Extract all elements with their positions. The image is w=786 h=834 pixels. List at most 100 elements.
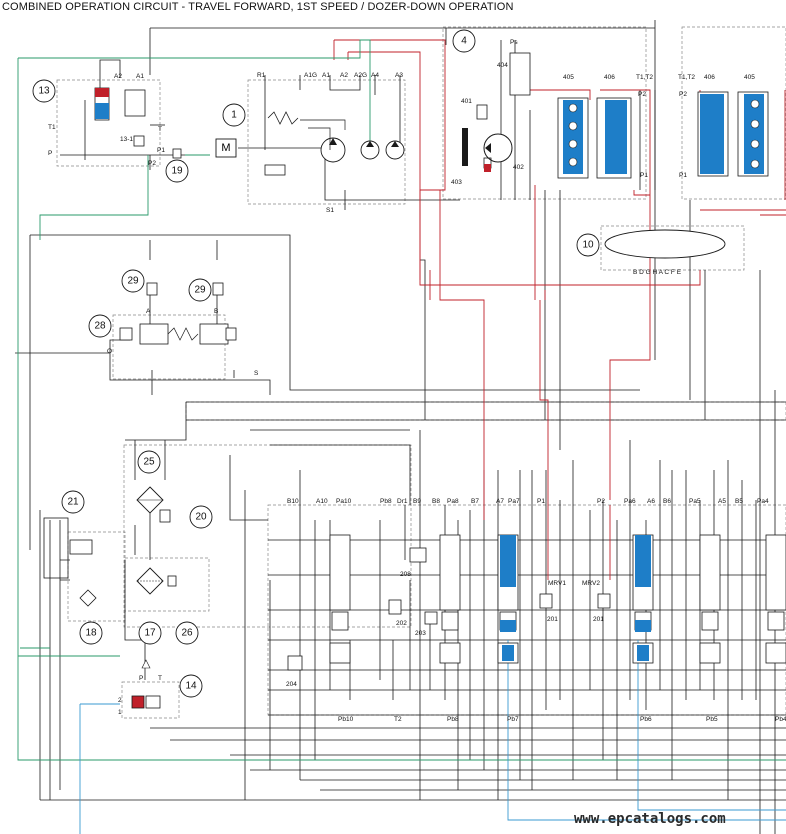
port-label-a1v: A1 [136, 73, 144, 80]
callout-circle [222, 103, 246, 127]
spool-block [563, 100, 583, 174]
component-outlines [56, 26, 786, 719]
port-label-swiv: B D G H A C F E [633, 269, 682, 276]
pressure-line [520, 89, 591, 100]
dashed-outline [247, 79, 406, 205]
spool-block [500, 535, 516, 587]
port-label-t14: T [158, 675, 162, 682]
callout-filter: 17 [144, 628, 156, 639]
port-label-a7: A7 [496, 498, 504, 505]
port-label-pa10: Pa10 [336, 498, 352, 505]
callout-pilot-check-valve: 29 [194, 285, 206, 296]
port-label-a3: A3 [395, 72, 403, 79]
return-line [637, 640, 786, 811]
port-label-tv: T [158, 126, 162, 133]
port-label-n406a: 406 [604, 74, 615, 81]
port-label-p14: P [139, 675, 143, 682]
port-label-n401: 401 [461, 98, 472, 105]
valve-block [133, 135, 145, 147]
callout-circle [61, 490, 85, 514]
callout-pilot-valve: 13 [38, 86, 50, 97]
pressure-lines [333, 39, 786, 580]
pipe-line [150, 20, 656, 360]
callout-circle [79, 621, 103, 645]
pressure-line [539, 300, 549, 505]
spool-block [637, 645, 649, 661]
solenoid-coil [119, 327, 133, 341]
port-label-b6: B6 [663, 498, 671, 505]
pipe-line [329, 75, 361, 91]
port-label-n405a: 405 [563, 74, 574, 81]
brake-block [462, 128, 468, 166]
spring-icon [267, 111, 299, 125]
return-lines [79, 640, 786, 834]
port-label-mrv2: MRV2 [582, 580, 600, 587]
check-ball [750, 119, 760, 129]
tank-outline [43, 517, 69, 579]
port-label-b28: B [214, 308, 218, 315]
port-label-n406b: 406 [704, 74, 715, 81]
arrow-icon [485, 143, 491, 153]
motor-symbol [483, 133, 513, 163]
dashed-outline [600, 225, 745, 271]
spool-block [700, 94, 724, 174]
relief-valve [539, 593, 553, 609]
port-label-p1mb: P1 [679, 172, 687, 179]
callout-circle [576, 233, 600, 257]
arrow-icon [366, 141, 374, 147]
component-symbols: M [43, 52, 786, 709]
callout-circle [452, 29, 476, 53]
pilot-valve-spool [95, 103, 109, 119]
relief-valve [424, 611, 438, 625]
port-label-n404: 404 [497, 62, 508, 69]
port-label-pb8t: Pb8 [380, 498, 392, 505]
valve-block [199, 323, 229, 345]
port-label-s28: S [254, 370, 259, 377]
port-label-mrv1: MRV1 [548, 580, 566, 587]
port-label-n402: 402 [513, 164, 524, 171]
check-ball [568, 121, 578, 131]
port-label-pb6: Pb6 [640, 716, 652, 723]
port-label-a4: A4 [371, 72, 379, 79]
callout-hydraulic-tank: 21 [67, 497, 79, 508]
callout-strainer: 25 [143, 457, 155, 468]
control-spool [329, 534, 351, 611]
spool-block [744, 94, 764, 174]
control-spool [765, 534, 786, 611]
port-label-p2mb: P2 [679, 91, 687, 98]
spool-block [605, 100, 627, 174]
check-ball [750, 159, 760, 169]
valve-block [331, 611, 349, 631]
callout-solenoid-valve: 28 [94, 321, 106, 332]
valve-block [139, 323, 169, 345]
relief-valve [388, 599, 402, 615]
pilot-line [18, 39, 371, 150]
callout-circle [188, 278, 212, 302]
port-label-p2v: P2 [148, 160, 156, 167]
port-label-pa8: Pa8 [447, 498, 459, 505]
pilot-valve-red [95, 88, 109, 97]
port-label-pa4: Pa4 [757, 498, 769, 505]
port-label-r1: R1 [257, 72, 266, 79]
port-label-b8: B8 [432, 498, 440, 505]
solenoid-coil [225, 327, 237, 341]
callout-travel-motor: 4 [461, 36, 467, 47]
callout-circle [165, 159, 189, 183]
dashed-outline [56, 79, 161, 167]
return-line [507, 640, 786, 821]
port-label-n203: 203 [415, 630, 426, 637]
valve-block [509, 52, 531, 96]
port-label-a2g: A2G [354, 72, 367, 79]
relief-valve [287, 655, 303, 671]
pilot-valve-section [124, 89, 146, 117]
callout-pump: 1 [231, 110, 237, 121]
arrow-icon [391, 141, 399, 147]
spring-icon [167, 327, 199, 341]
port-label-n201a: 201 [547, 616, 558, 623]
port-label-b9: B9 [413, 498, 421, 505]
port-label-pv: P [48, 150, 52, 157]
pipe-line [270, 444, 411, 505]
dashed-outline [124, 557, 210, 612]
